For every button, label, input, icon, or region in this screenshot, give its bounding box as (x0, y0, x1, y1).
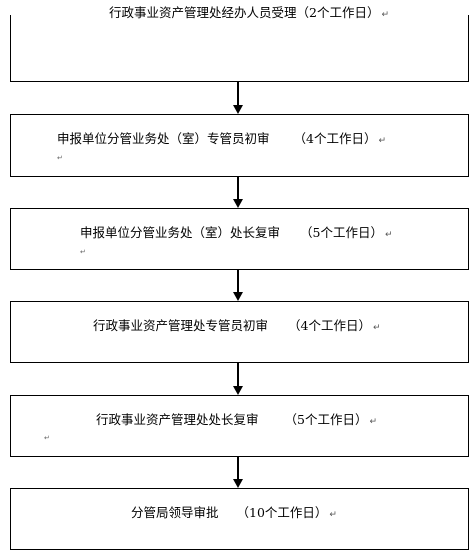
step-5-label: 行政事业资产管理处处长复审 (96, 412, 259, 427)
arrow-2 (233, 177, 243, 208)
step-1-label: 行政事业资产管理处经办人员受理 (109, 5, 297, 20)
step-box-4 (10, 301, 469, 363)
step-5-text: 行政事业资产管理处处长复审 （5个工作日）↵ (96, 412, 377, 430)
arrow-5 (233, 457, 243, 488)
step-box-3 (10, 208, 469, 270)
paragraph-mark: ↵ (381, 10, 390, 20)
paragraph-mark: ↵ (372, 323, 381, 333)
step-4-text: 行政事业资产管理处专管员初审 （4个工作日）↵ (93, 318, 381, 336)
step-6-days: （10个工作日） (236, 505, 328, 520)
paragraph-mark: ↵ (384, 230, 393, 240)
step-3-text: 申报单位分管业务处（室）处长复审 （5个工作日）↵ (80, 225, 393, 243)
arrow-3 (233, 270, 243, 301)
step-6-text: 分管局领导审批 （10个工作日）↵ (131, 505, 337, 523)
step-6-label: 分管局领导审批 (131, 505, 219, 520)
step-box-2 (10, 114, 469, 177)
step-1-text: 行政事业资产管理处经办人员受理（2个工作日）↵ (109, 5, 389, 23)
step-2-text: 申报单位分管业务处（室）专管员初审 （4个工作日）↵ (57, 131, 386, 149)
paragraph-mark: ↵ (329, 510, 337, 520)
step-4-label: 行政事业资产管理处专管员初审 (93, 318, 269, 333)
step-box-5 (10, 395, 469, 457)
step-box-6 (10, 488, 469, 550)
paragraph-mark-small: ↵ (80, 248, 86, 256)
step-2-label: 申报单位分管业务处（室）专管员初审 (57, 131, 270, 146)
step-4-days: （4个工作日） (288, 318, 371, 333)
step-2-days: （4个工作日） (293, 131, 377, 146)
step-3-days: （5个工作日） (300, 225, 383, 240)
step-box-1 (10, 15, 469, 82)
paragraph-mark: ↵ (378, 136, 387, 146)
paragraph-mark: ↵ (369, 417, 378, 427)
step-3-label: 申报单位分管业务处（室）处长复审 (80, 225, 281, 240)
arrow-4 (233, 363, 243, 395)
step-1-days: （2个工作日） (296, 5, 380, 20)
paragraph-mark-small: ↵ (57, 154, 63, 162)
arrow-1 (233, 82, 243, 114)
paragraph-mark-small: ↵ (44, 434, 50, 442)
step-5-days: （5个工作日） (284, 412, 368, 427)
